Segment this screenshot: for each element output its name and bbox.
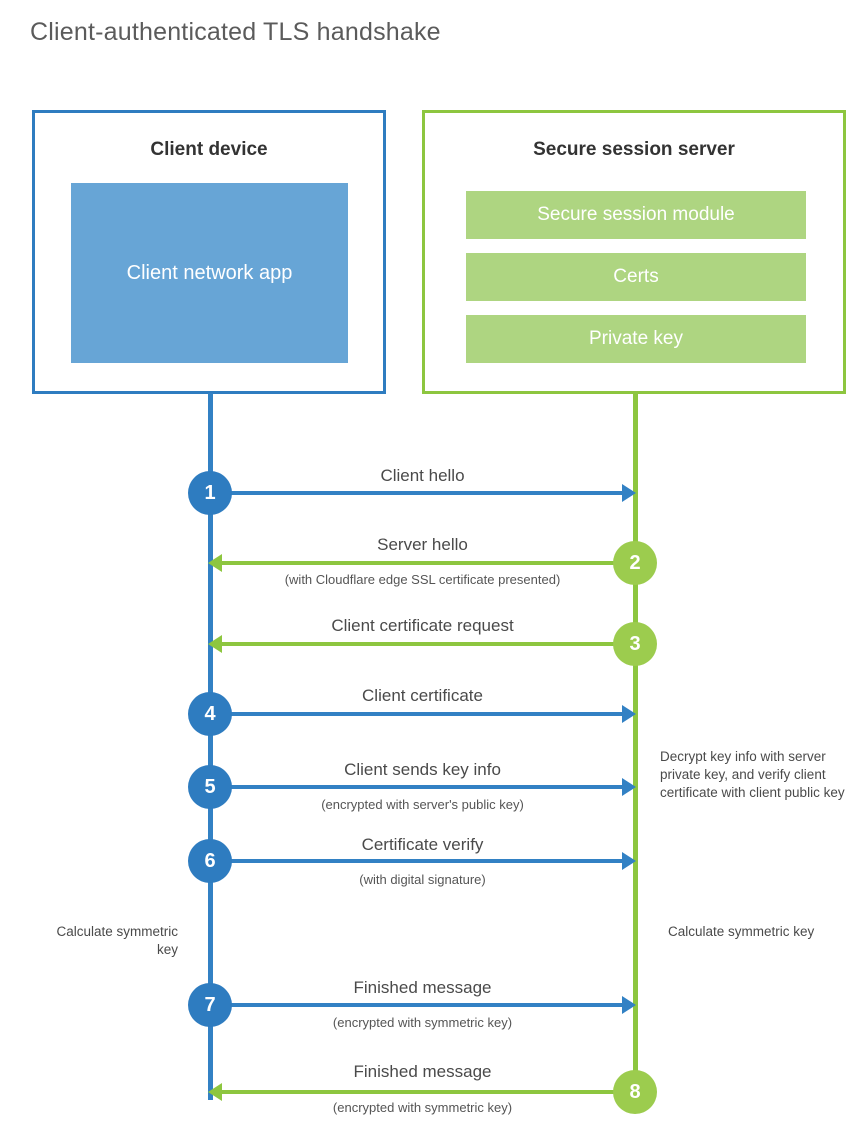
step-1-arrow-head-icon xyxy=(622,484,636,502)
step-3-arrow-head-icon xyxy=(208,635,222,653)
step-4-label: Client certificate xyxy=(362,686,483,705)
step-3-label: Client certificate request xyxy=(331,616,514,635)
step-5-sublabel: (encrypted with server's public key) xyxy=(321,797,524,812)
step-5-marker[interactable]: 5 xyxy=(188,765,232,809)
step-2-sublabel: (with Cloudflare edge SSL certificate pr… xyxy=(284,572,561,587)
client-device-title: Client device xyxy=(150,139,268,160)
server-decrypt-note: Decrypt key info with server private key… xyxy=(660,749,845,801)
step-8-arrow-line xyxy=(220,1090,635,1094)
client-network-app-block: Client network app xyxy=(71,183,348,363)
step-8-label: Finished message xyxy=(353,1062,492,1081)
step-3-arrow-line xyxy=(220,642,635,646)
step-6-sublabel: (with digital signature) xyxy=(359,872,486,887)
step-4-marker[interactable]: 4 xyxy=(188,692,232,736)
step-6-arrow-line xyxy=(210,859,624,863)
step-7-marker[interactable]: 7 xyxy=(188,983,232,1027)
secure-session-server-box: Secure session server Secure session mod… xyxy=(422,110,846,394)
step-2-label: Server hello xyxy=(377,535,468,554)
step-3-marker[interactable]: 3 xyxy=(613,622,657,666)
step-6-marker[interactable]: 6 xyxy=(188,839,232,883)
client-device-box: Client device Client network app xyxy=(32,110,386,394)
step-4-arrow-line xyxy=(210,712,624,716)
step-8-marker[interactable]: 8 xyxy=(613,1070,657,1114)
step-5-arrow-head-icon xyxy=(622,778,636,796)
step-8-sublabel: (encrypted with symmetric key) xyxy=(332,1100,513,1115)
step-7-arrow-line xyxy=(210,1003,624,1007)
step-4-arrow-head-icon xyxy=(622,705,636,723)
server-component-secure-session-module: Secure session module xyxy=(466,191,806,239)
server-component-private-key: Private key xyxy=(466,315,806,363)
step-2-arrow-line xyxy=(220,561,635,565)
step-8-arrow-head-icon xyxy=(208,1083,222,1101)
server-component-certs: Certs xyxy=(466,253,806,301)
step-1-marker[interactable]: 1 xyxy=(188,471,232,515)
server-lifeline xyxy=(633,393,638,1100)
step-5-arrow-line xyxy=(210,785,624,789)
step-2-arrow-head-icon xyxy=(208,554,222,572)
client-lifeline xyxy=(208,393,213,1100)
step-2-marker[interactable]: 2 xyxy=(613,541,657,585)
step-1-arrow-line xyxy=(210,491,624,495)
step-5-label: Client sends key info xyxy=(344,760,501,779)
step-7-label: Finished message xyxy=(353,978,492,997)
step-7-arrow-head-icon xyxy=(622,996,636,1014)
server-calculate-symmetric-key-note: Calculate symmetric key xyxy=(668,924,815,939)
page-title: Client-authenticated TLS handshake xyxy=(30,18,441,46)
step-6-arrow-head-icon xyxy=(622,852,636,870)
step-1-label: Client hello xyxy=(380,466,465,485)
secure-session-server-title: Secure session server xyxy=(533,139,735,160)
step-6-label: Certificate verify xyxy=(361,835,484,854)
step-7-sublabel: (encrypted with symmetric key) xyxy=(332,1015,513,1030)
client-calculate-symmetric-key-note: Calculate symmetric key xyxy=(56,924,178,958)
